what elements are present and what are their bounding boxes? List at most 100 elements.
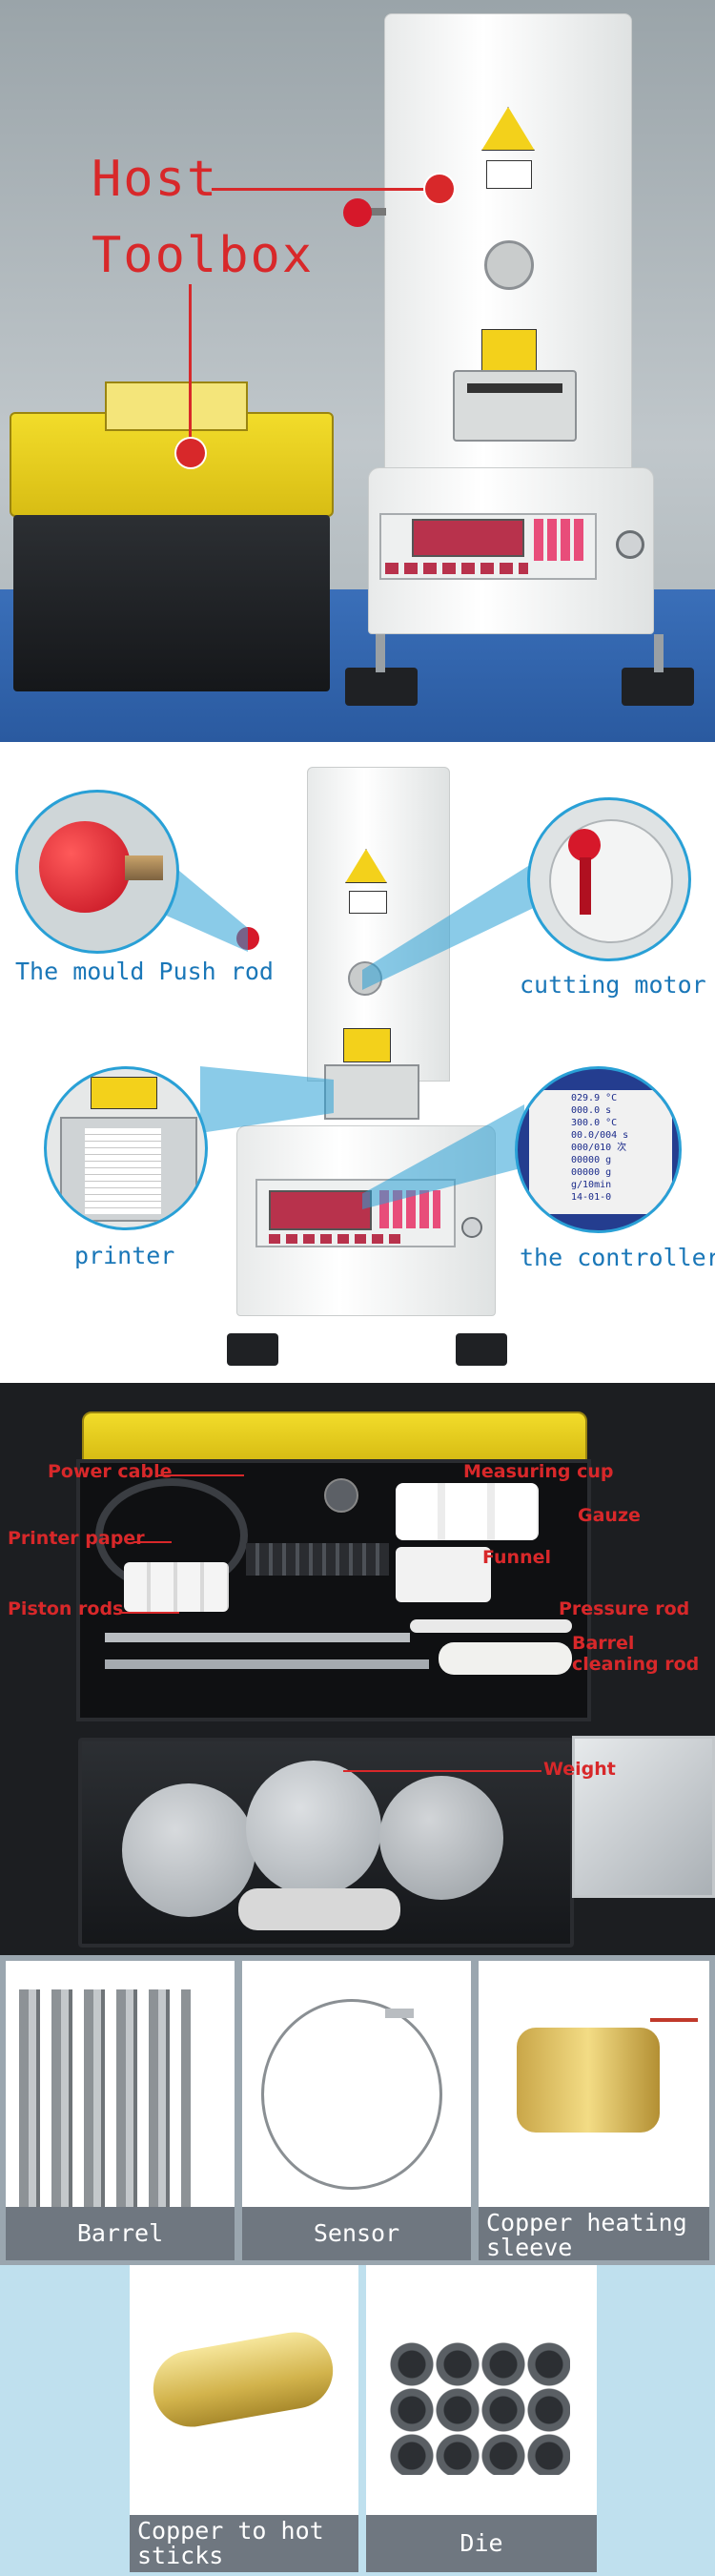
overview-panel: Host Toolbox [0,0,715,742]
components-panel: The mould Push rod cutting motor printer… [0,742,715,1383]
host-marker [425,175,454,203]
machine-foot-right [456,1333,507,1366]
leg-right [654,634,664,672]
screen-line: 000/010 次 [571,1143,627,1153]
key-switch [461,1217,482,1238]
printer-warning-sign [91,1077,157,1109]
printer-caption: printer [74,1242,175,1269]
parts-panel-1: Barrel Sensor Copper heating sleeve [0,1955,715,2265]
push-rod-ball [39,821,131,913]
cutting-motor-arm [580,857,591,915]
toolbox-lid-open [82,1412,587,1461]
accessories-panel: Power cable Printer paper Piston rods Me… [0,1383,715,1955]
power-cable-callout: Power cable [48,1461,173,1482]
copper-sleeve-wire [650,2018,698,2022]
controller-screen [412,519,524,557]
pressure-rod-callout: Pressure rod [559,1598,690,1619]
function-keys [385,563,528,574]
gauze-callout: Gauze [578,1505,641,1526]
cutting-motor-zoom [527,797,691,961]
printer-receipt [85,1128,161,1214]
screen-line: 00.0/004 s [571,1130,629,1141]
controller-zoom: 029.9 °C 000.0 s 300.0 °C 00.0/004 s 000… [515,1066,682,1233]
toolbox-label: Toolbox [92,227,315,284]
measuring-cup-callout: Measuring cup [463,1461,614,1482]
copper-sleeve-shape [517,2028,660,2133]
toolbox-base [13,515,330,691]
push-rod-shaft [362,208,386,216]
push-rod-caption: The mould Push rod [15,958,274,985]
copper-hot-sticks-card: Copper to hot sticks [130,2265,358,2572]
weight-disc-2 [246,1761,381,1896]
cutting-motor-caption: cutting motor [520,971,706,999]
printer-zoom [44,1066,208,1230]
power-cable-plug [324,1478,358,1513]
keypad [534,519,587,561]
cutting-window [484,240,534,290]
printer-paper-leader [133,1541,172,1543]
die-card: Die [366,2265,597,2572]
piston-rod-2 [105,1659,429,1669]
screen-line: 300.0 °C [571,1118,618,1128]
host-label: Host [92,151,219,208]
sensor-caption: Sensor [242,2207,471,2260]
piston-rods-leader [122,1612,179,1614]
sensor-coil [261,1999,442,2190]
copper-heating-sleeve-card: Copper heating sleeve [479,1961,709,2260]
sensor-probe [385,2009,414,2018]
printer-paper-callout: Printer paper [8,1528,145,1549]
printer-slot [324,1064,419,1120]
push-rod-knob [343,198,372,227]
funnel-set [396,1547,491,1602]
power-cable-leader [158,1474,244,1476]
cutting-motor-plate [549,819,673,943]
sensor-card: Sensor [242,1961,471,2260]
leg-left [376,634,385,672]
stainless-tray [572,1736,715,1898]
key-switch [616,530,644,559]
die-caption: Die [366,2515,597,2572]
toolbox-marker [176,439,205,467]
weight-disc-3 [379,1776,503,1900]
screen-line: 14-01-0 [571,1192,612,1203]
controller-screen [269,1190,372,1230]
warning-text-plate [349,891,387,914]
barrel-caption: Barrel [6,2207,235,2260]
machine-foot-left [345,668,418,706]
screen-line: 000.0 s [571,1105,612,1116]
screen-line: 029.9 °C [571,1093,618,1103]
warning-text-plate [486,160,532,189]
measuring-cups [396,1483,539,1540]
gauze-glove [238,1888,400,1930]
piston-rod [105,1633,410,1642]
toolbox-leader-line [189,284,192,437]
weight-leader [343,1770,541,1772]
controller-caption: the controller [520,1244,715,1271]
copper-heating-sleeve-caption: Copper heating sleeve [479,2207,709,2260]
machine-foot-right [622,668,694,706]
warning-sign-pinch [481,329,537,371]
copper-stick-shape [147,2326,339,2433]
screen-line: 00000 g [571,1155,612,1165]
funnel-callout: Funnel [482,1547,552,1568]
pressure-rod [410,1619,572,1633]
terminal-block [246,1543,389,1576]
cutting-motor-knob [568,829,601,861]
printer-paper-rolls [124,1562,229,1612]
copper-hot-sticks-caption: Copper to hot sticks [130,2515,358,2572]
screen-line: g/10min [571,1180,612,1190]
barrel-card: Barrel [6,1961,235,2260]
barrel-rods [19,1989,191,2209]
printer-paper-slot [467,383,562,393]
die-pieces [389,2341,570,2475]
weight-disc-1 [122,1783,255,1917]
piston-rods-callout: Piston rods [8,1598,124,1619]
parts-panel-2: Copper to hot sticks Die [0,2265,715,2576]
printer-slot [453,370,577,442]
function-keys [269,1234,402,1244]
weight-callout: Weight [543,1759,616,1780]
controller-display: 029.9 °C 000.0 s 300.0 °C 00.0/004 s 000… [529,1090,672,1214]
barrel-cleaning-rod-handle [439,1642,572,1675]
push-rod-stem [125,855,163,880]
screen-line: 00000 g [571,1167,612,1178]
